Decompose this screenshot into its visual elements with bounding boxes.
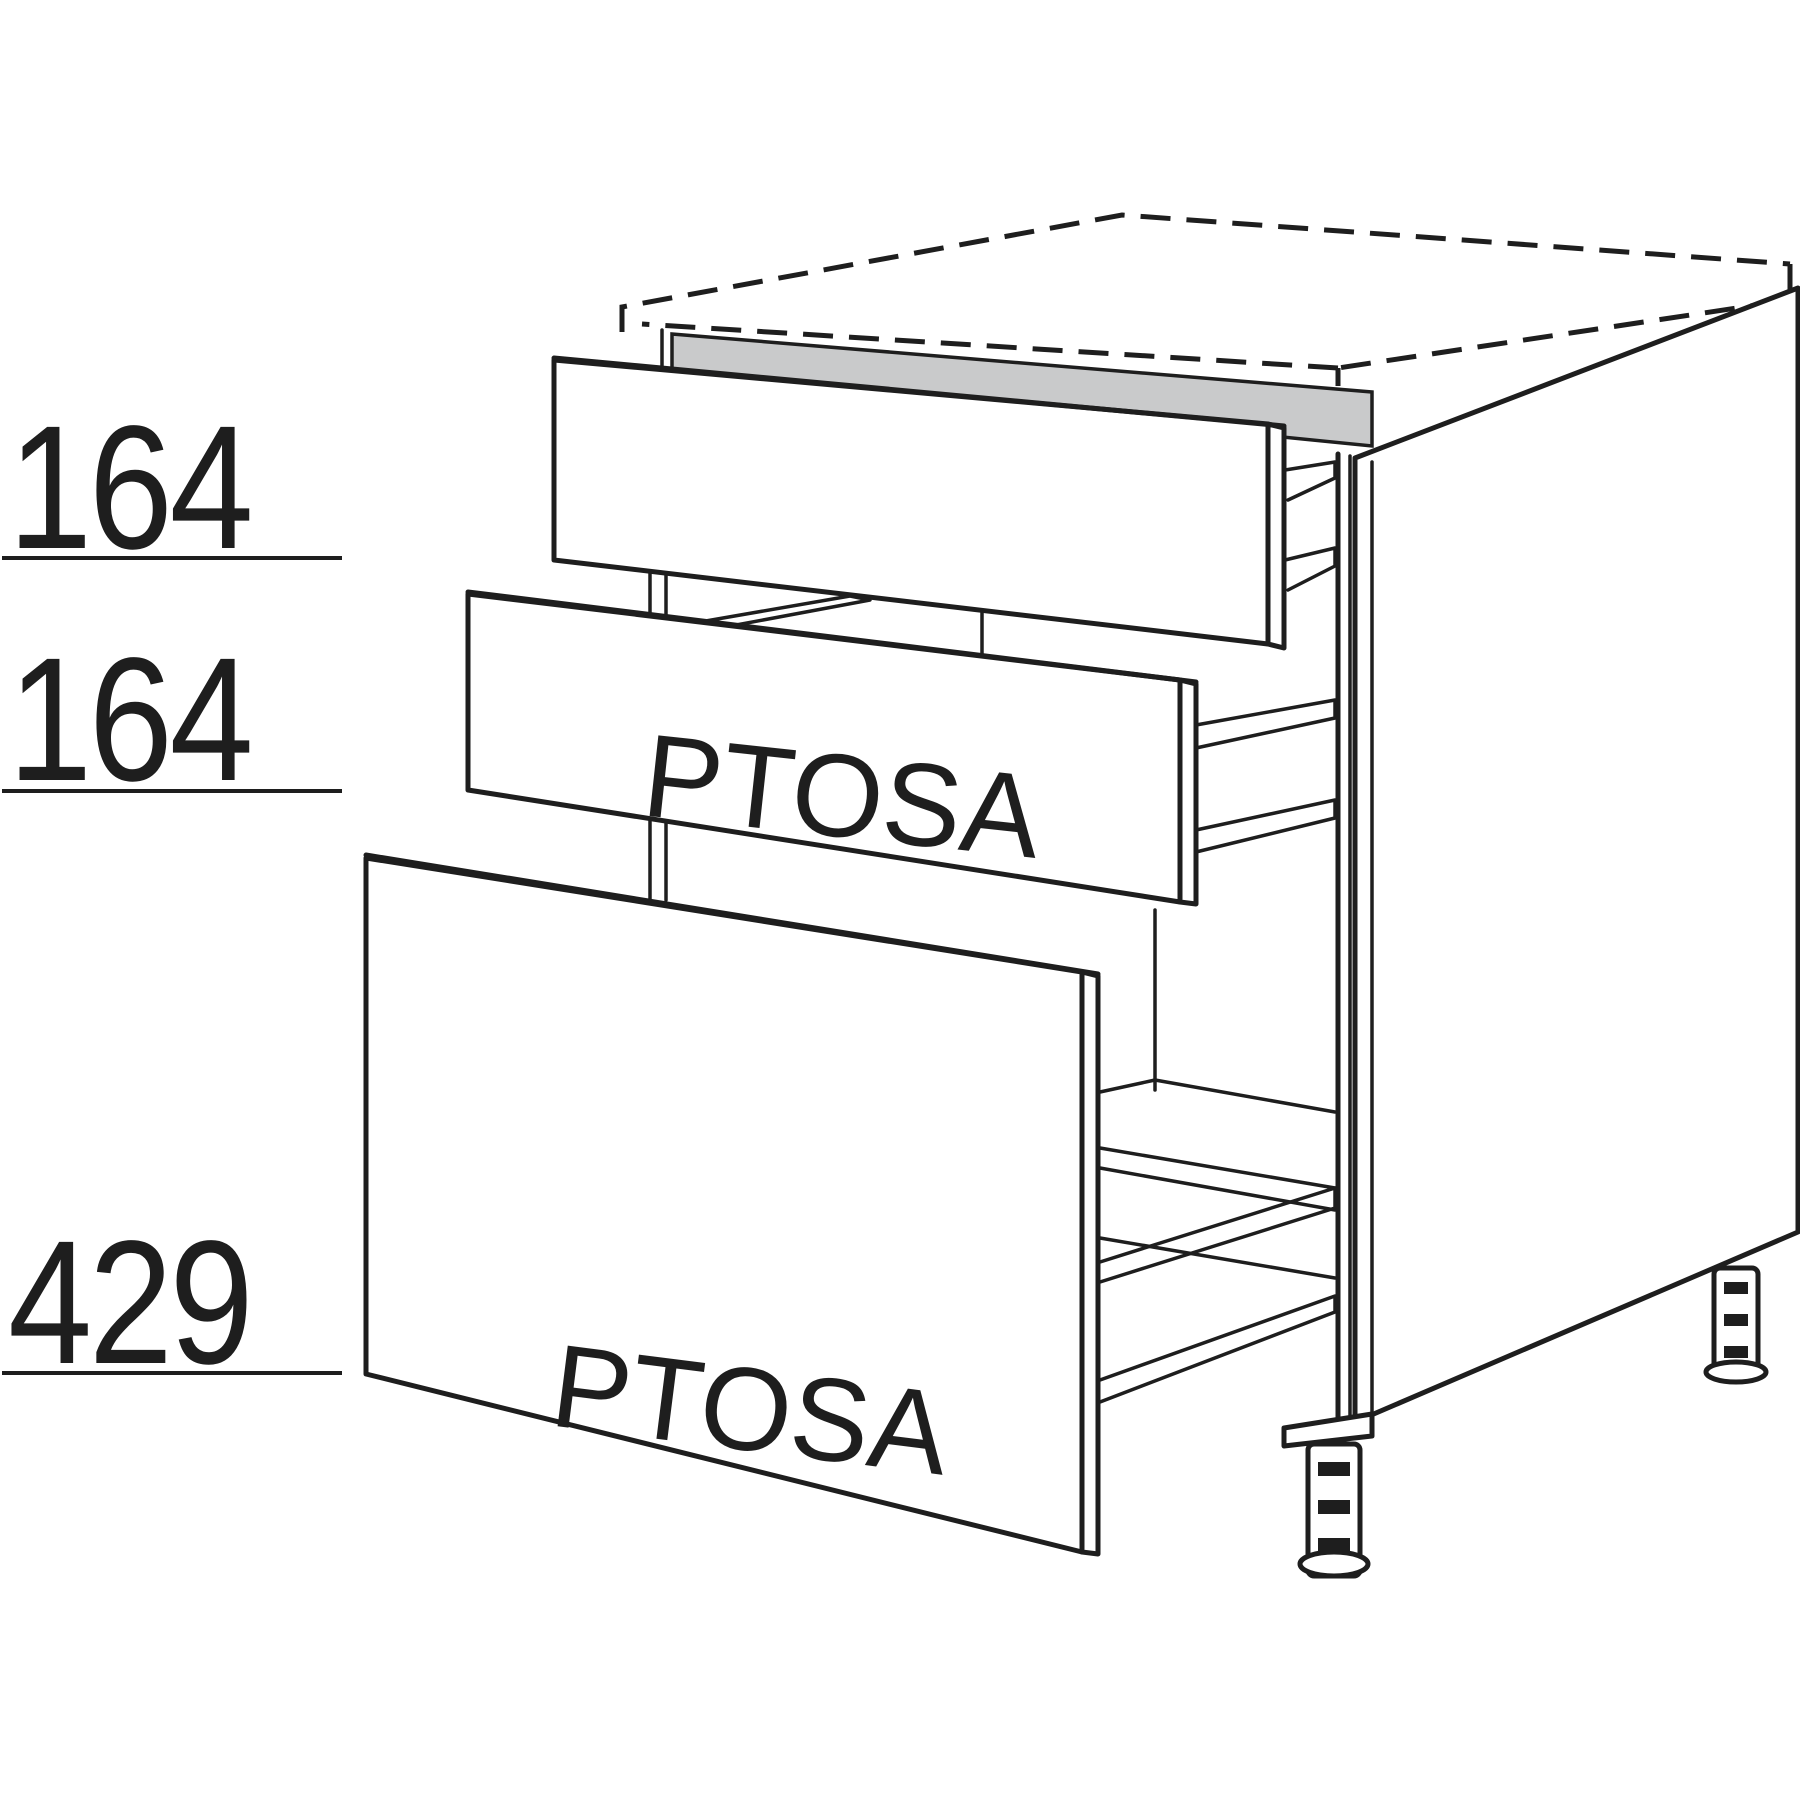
drawer-middle-front: PTOSA — [465, 589, 1199, 907]
dimension-label-top: 164 — [8, 390, 254, 586]
drawer-top-front — [551, 355, 1287, 651]
dimension-label-middle: 164 — [8, 622, 254, 818]
dimension-line-top — [2, 556, 342, 560]
cabinet-side-panel — [1352, 285, 1800, 1425]
dimension-line-bottom — [2, 1371, 342, 1375]
countertop-outline — [619, 212, 1793, 386]
drawer-runners — [698, 460, 1337, 1404]
foot-rear — [1703, 1265, 1769, 1385]
front-post — [1335, 451, 1352, 1435]
dimension-line-middle — [2, 789, 342, 793]
foot-front — [1281, 1411, 1375, 1579]
dimension-label-bottom: 429 — [8, 1205, 254, 1401]
drawer-bottom-front: PTOSA — [363, 852, 1101, 1557]
